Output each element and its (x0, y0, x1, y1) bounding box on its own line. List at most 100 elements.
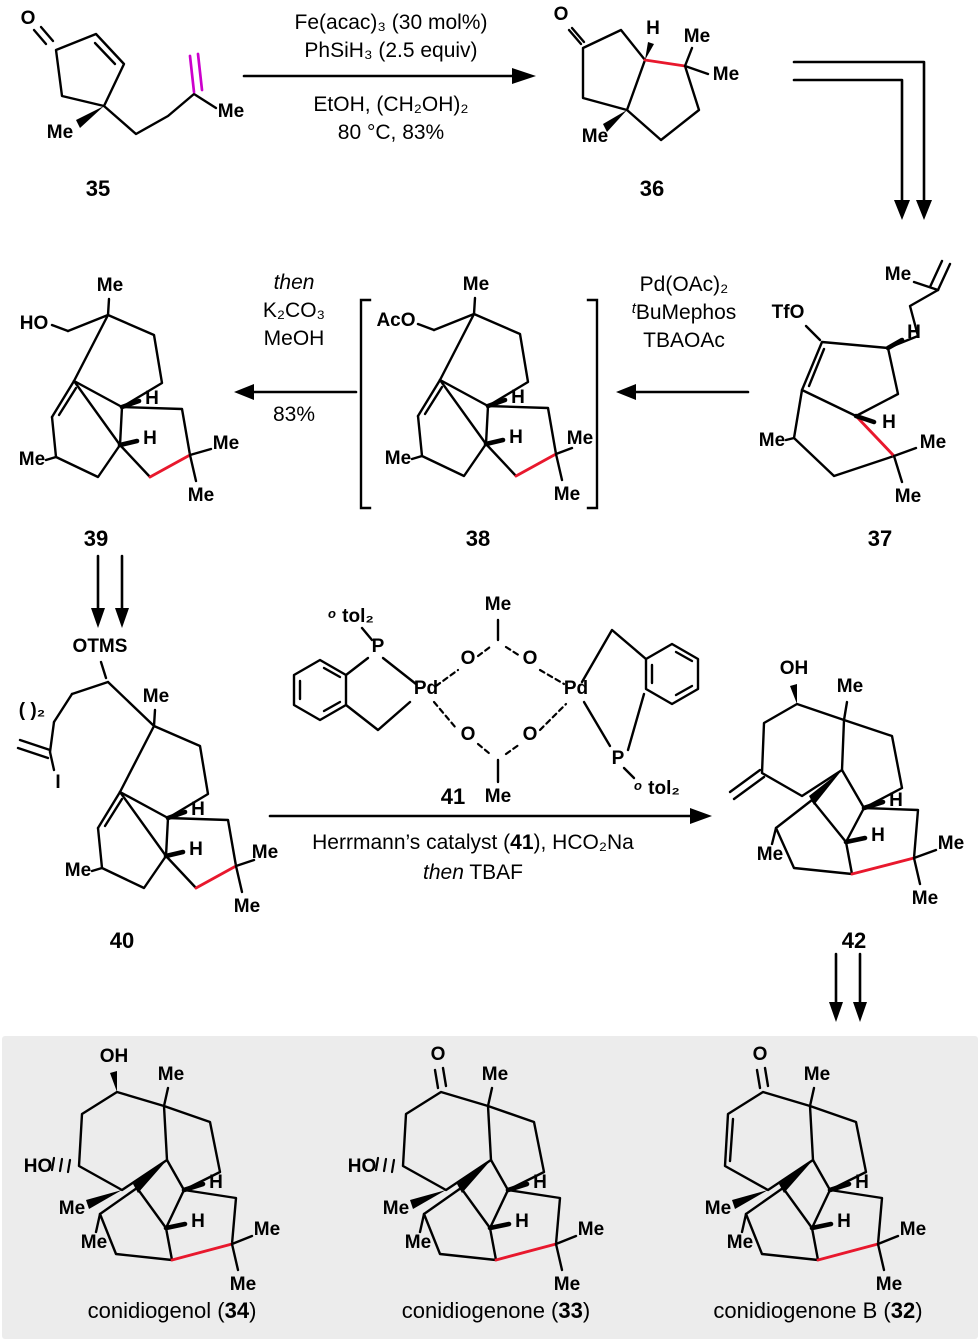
compound-34-structure: OH Me HO Me H H Me Me Me (24, 1046, 280, 1295)
diquinane-core (792, 340, 900, 478)
compound-number-35: 35 (85, 176, 111, 201)
red-bond-highlight (850, 856, 916, 876)
atom-label-me-top: Me (158, 1064, 184, 1085)
atom-label-me-gem1: Me (213, 433, 239, 454)
red-bond-highlight (643, 58, 687, 68)
step4-tbaf: TBAF (463, 861, 523, 884)
atom-label-pd-right: Pd (564, 678, 588, 699)
atom-label-me-left: Me (65, 860, 91, 881)
atom-label-me-ang: Me (81, 1232, 107, 1253)
compound-42-structure: OH Me H H Me Me Me (728, 658, 964, 909)
ligand-name: BuMephos (635, 301, 737, 324)
conditions-step3-line1: then (273, 271, 315, 294)
atom-label-me1: Me (684, 26, 710, 47)
atom-label-o: O (753, 1044, 768, 1065)
atom-label-ho: HO (348, 1156, 377, 1177)
wedge-bond-h (645, 42, 654, 60)
atom-label-me-bottom: Me (485, 786, 511, 807)
compound-number-37: 37 (867, 526, 893, 551)
atom-label-me-gem1: Me (252, 842, 278, 863)
atom-label-h2: H (143, 428, 157, 449)
wedge-bond (76, 106, 104, 128)
central-wedge-bond (457, 1160, 491, 1193)
multi-step-down-arrow-1 (91, 554, 129, 628)
atom-label-ho: HO (20, 313, 49, 334)
ligand-superscript: t (631, 300, 636, 317)
conditions-step1-above1: Fe(acac)₃ (30 mol%) (294, 11, 488, 34)
wedge-bond-oh (110, 1071, 117, 1092)
triquinane-core (50, 313, 192, 479)
central-wedge-bond (779, 1160, 813, 1193)
atom-label-me-gem1: Me (567, 428, 593, 449)
compound-number-40: 40 (109, 928, 135, 953)
compound-38-structure: Me AcO H H Me Me Me (359, 274, 599, 510)
atom-label-me-gem2: Me (230, 1274, 256, 1295)
atom-label-o: O (21, 8, 36, 29)
atom-label-me-top: Me (885, 264, 911, 285)
atom-label-me-top: Me (485, 594, 511, 615)
name-num: 34 (224, 1298, 250, 1323)
atom-label-h2: H (515, 1211, 529, 1232)
conditions-step3-line2: K₂CO₃ (262, 299, 326, 322)
red-bond-highlight (854, 414, 896, 458)
atom-label-me-gem2: Me (554, 1274, 580, 1295)
red-bond-highlight (816, 1242, 880, 1262)
red-bond-highlight (148, 453, 192, 479)
compound-number-41: 41 (440, 784, 466, 809)
triquinane-core (416, 312, 558, 478)
atom-label-p-left: P (372, 636, 385, 657)
conditions-step1-below2: 80 °C, 83% (337, 121, 445, 144)
atom-label-me-gem1: Me (254, 1219, 280, 1240)
atom-label-h1: H (191, 799, 205, 820)
reaction-arrow-1 (242, 68, 536, 84)
atom-label-me-chain: Me (218, 101, 244, 122)
step4-catalyst-number: 41 (510, 831, 534, 854)
atom-label-h2: H (871, 825, 885, 846)
chain-repeat-label: ( )₂ (19, 700, 45, 721)
atom-label-me2: Me (713, 64, 739, 85)
atom-label-me-top: Me (463, 274, 489, 295)
compound-number-42: 42 (841, 928, 867, 953)
atom-label-oh: OH (100, 1046, 129, 1067)
atom-label-me-left: Me (385, 448, 411, 469)
conditions-step1-above2: PhSiH₃ (2.5 equiv) (304, 39, 478, 62)
red-bond-highlight (494, 1242, 558, 1262)
atom-label-oh: OH (780, 658, 809, 679)
central-wedge-bond (133, 1160, 167, 1193)
atom-label-me-top: Me (837, 676, 863, 697)
products-panel (2, 1036, 978, 1339)
compound-39-structure: Me HO H H Me Me Me (19, 275, 239, 506)
compound-37-structure: Me TfO H H Me Me Me (759, 259, 952, 507)
name-num: 33 (558, 1298, 583, 1323)
conditions-step4-line1: Herrmann’s catalyst (41), HCO₂Na (248, 830, 698, 856)
compound-number-38: 38 (465, 526, 491, 551)
atom-label-me-ring: Me (47, 122, 73, 143)
atom-label-me-left: Me (759, 430, 785, 451)
atom-label-me-sec: Me (59, 1198, 85, 1219)
wedge-bond-oh (790, 684, 797, 704)
atom-label-h1: H (533, 1172, 547, 1193)
multi-step-elbow-arrow (792, 60, 932, 220)
atom-label-h1: H (511, 387, 525, 408)
atom-label-me-top: Me (482, 1064, 508, 1085)
atom-label-p-right: P (612, 748, 625, 769)
reaction-arrow-2 (616, 384, 750, 400)
conditions-step2-line3: TBAOAc (643, 329, 725, 352)
compound-number-36: 36 (639, 176, 665, 201)
wedge-bond-me-sec (410, 1190, 446, 1209)
compound-number-39: 39 (83, 526, 109, 551)
acetate-bridges (432, 618, 568, 784)
reaction-arrow-3 (234, 384, 358, 400)
compound-41-structure: o tol₂ P Pd O O O O Me Me Pd (292, 594, 700, 807)
cyclopentenone-ring (32, 25, 126, 108)
atom-label-o-br: O (523, 724, 538, 745)
reaction-arrow-4 (268, 808, 712, 824)
atom-label-o-bl: O (461, 724, 476, 745)
red-bond-highlight (514, 452, 558, 478)
compound-33-structure: O Me HO Me H H Me Me Me (348, 1044, 604, 1295)
atom-label-me-top: Me (143, 686, 169, 707)
step4-then: then (423, 861, 464, 884)
name-pre: conidiogenol ( (87, 1298, 225, 1323)
multi-step-down-arrow-2 (829, 952, 867, 1022)
